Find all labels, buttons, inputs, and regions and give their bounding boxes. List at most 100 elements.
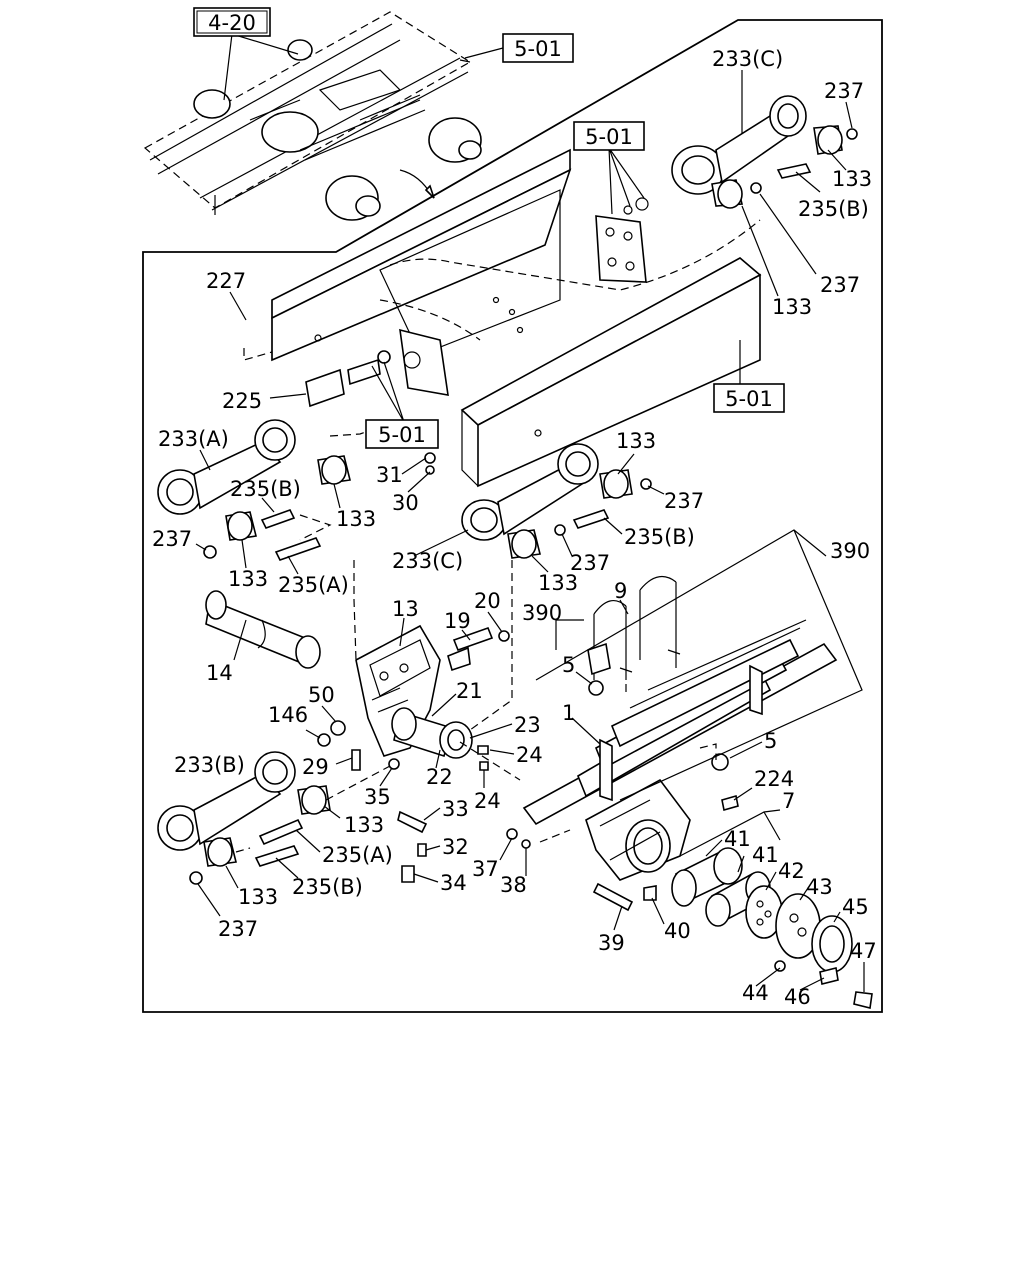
part-label: 41 bbox=[724, 827, 751, 851]
part-label: 42 bbox=[778, 859, 805, 883]
bushing-133-upper bbox=[711, 125, 858, 209]
spring-seat-7 bbox=[585, 778, 691, 881]
chassis-overview-inset bbox=[143, 11, 482, 221]
ref-label-4-20: 4-20 bbox=[208, 11, 256, 35]
part-label: 390 bbox=[522, 601, 562, 625]
trunnion-tube-21 bbox=[391, 707, 473, 759]
ref-box-5-01-top[interactable]: 5-01 bbox=[502, 33, 574, 63]
leaf-spring-1 bbox=[522, 619, 838, 826]
part-label: 37 bbox=[472, 857, 499, 881]
part-label: 235(B) bbox=[230, 477, 301, 501]
bushing-133-b bbox=[189, 785, 331, 885]
part-label: 133 bbox=[344, 813, 384, 837]
part-label: 20 bbox=[474, 589, 501, 613]
bushing-133-c bbox=[424, 452, 652, 559]
part-label: 233(A) bbox=[158, 427, 229, 451]
part-label: 133 bbox=[616, 429, 656, 453]
trunnion-shaft-14 bbox=[205, 590, 321, 669]
part-label: 32 bbox=[442, 835, 469, 859]
part-label: 133 bbox=[538, 571, 578, 595]
part-label: 7 bbox=[782, 789, 795, 813]
part-label: 46 bbox=[784, 985, 811, 1009]
part-label: 39 bbox=[598, 931, 625, 955]
part-label: 5 bbox=[562, 653, 575, 677]
part-label: 233(C) bbox=[712, 47, 783, 71]
part-label: 5 bbox=[764, 729, 777, 753]
part-label: 235(A) bbox=[278, 573, 349, 597]
diagram-frame bbox=[142, 19, 883, 1013]
ref-box-5-01-bracket[interactable]: 5-01 bbox=[573, 121, 645, 151]
part-label: 237 bbox=[820, 273, 860, 297]
part-label: 24 bbox=[474, 789, 501, 813]
part-label: 133 bbox=[228, 567, 268, 591]
part-label: 237 bbox=[664, 489, 704, 513]
part-label: 23 bbox=[514, 713, 541, 737]
part-label: 235(B) bbox=[798, 197, 869, 221]
part-label: 233(C) bbox=[392, 549, 463, 573]
part-label: 237 bbox=[570, 551, 610, 575]
spring-hanger-bracket bbox=[595, 197, 649, 283]
ref-label-5-01-top: 5-01 bbox=[514, 37, 562, 61]
part-label: 47 bbox=[850, 939, 877, 963]
part-label: 14 bbox=[206, 661, 233, 685]
part-label: 38 bbox=[500, 873, 527, 897]
part-label: 29 bbox=[302, 755, 329, 779]
ref-box-5-01-rail[interactable]: 5-01 bbox=[713, 383, 785, 413]
part-label: 21 bbox=[456, 679, 483, 703]
torque-rod-233c-lower bbox=[461, 443, 599, 541]
part-labels: 233(C) 237 133 235(B) 237 133 227 225 23… bbox=[152, 47, 877, 1009]
part-label: 390 bbox=[830, 539, 870, 563]
part-label: 133 bbox=[832, 167, 872, 191]
cross-member bbox=[379, 189, 761, 356]
part-label: 19 bbox=[444, 609, 471, 633]
torque-rod-bracket bbox=[305, 328, 449, 408]
part-label: 31 bbox=[376, 463, 403, 487]
part-label: 34 bbox=[440, 871, 467, 895]
part-label: 224 bbox=[754, 767, 794, 791]
leader-lines bbox=[195, 33, 865, 992]
ref-label-5-01-mount: 5-01 bbox=[378, 423, 426, 447]
part-label: 43 bbox=[806, 875, 833, 899]
part-label: 24 bbox=[516, 743, 543, 767]
frame-rail-lower bbox=[460, 257, 762, 488]
torque-rod-233a bbox=[157, 419, 296, 515]
part-label: 227 bbox=[206, 269, 246, 293]
small-parts-trunnion bbox=[317, 626, 510, 883]
part-label: 237 bbox=[824, 79, 864, 103]
part-label: 235(B) bbox=[292, 875, 363, 899]
u-bolts-9 bbox=[587, 575, 729, 771]
part-label: 235(A) bbox=[322, 843, 393, 867]
part-label: 133 bbox=[772, 295, 812, 319]
part-label: 45 bbox=[842, 895, 869, 919]
part-label: 13 bbox=[392, 597, 419, 621]
part-label: 237 bbox=[152, 527, 192, 551]
part-label: 30 bbox=[392, 491, 419, 515]
part-label: 9 bbox=[614, 579, 627, 603]
ref-label-5-01-bracket: 5-01 bbox=[585, 125, 633, 149]
part-label: 133 bbox=[238, 885, 278, 909]
ref-box-4-20[interactable]: 4-20 bbox=[193, 7, 271, 37]
part-label: 237 bbox=[218, 917, 258, 941]
torque-rod-233c-upper bbox=[671, 95, 807, 195]
torque-rod-233b bbox=[157, 751, 296, 851]
ref-box-5-01-mount[interactable]: 5-01 bbox=[365, 419, 439, 449]
part-label: 133 bbox=[336, 507, 376, 531]
hub-parts-41-47 bbox=[506, 794, 873, 1009]
bushing-133-a bbox=[203, 455, 351, 561]
part-label: 33 bbox=[442, 797, 469, 821]
part-label: 146 bbox=[268, 703, 308, 727]
part-label: 225 bbox=[222, 389, 262, 413]
ref-label-5-01-rail: 5-01 bbox=[725, 387, 773, 411]
part-label: 41 bbox=[752, 843, 779, 867]
part-label: 22 bbox=[426, 765, 453, 789]
part-label: 50 bbox=[308, 683, 335, 707]
part-label: 233(B) bbox=[174, 753, 245, 777]
part-label: 35 bbox=[364, 785, 391, 809]
part-label: 44 bbox=[742, 981, 769, 1005]
part-label: 1 bbox=[562, 701, 575, 725]
part-label: 40 bbox=[664, 919, 691, 943]
frame-rail-upper bbox=[271, 148, 572, 362]
part-label: 235(B) bbox=[624, 525, 695, 549]
